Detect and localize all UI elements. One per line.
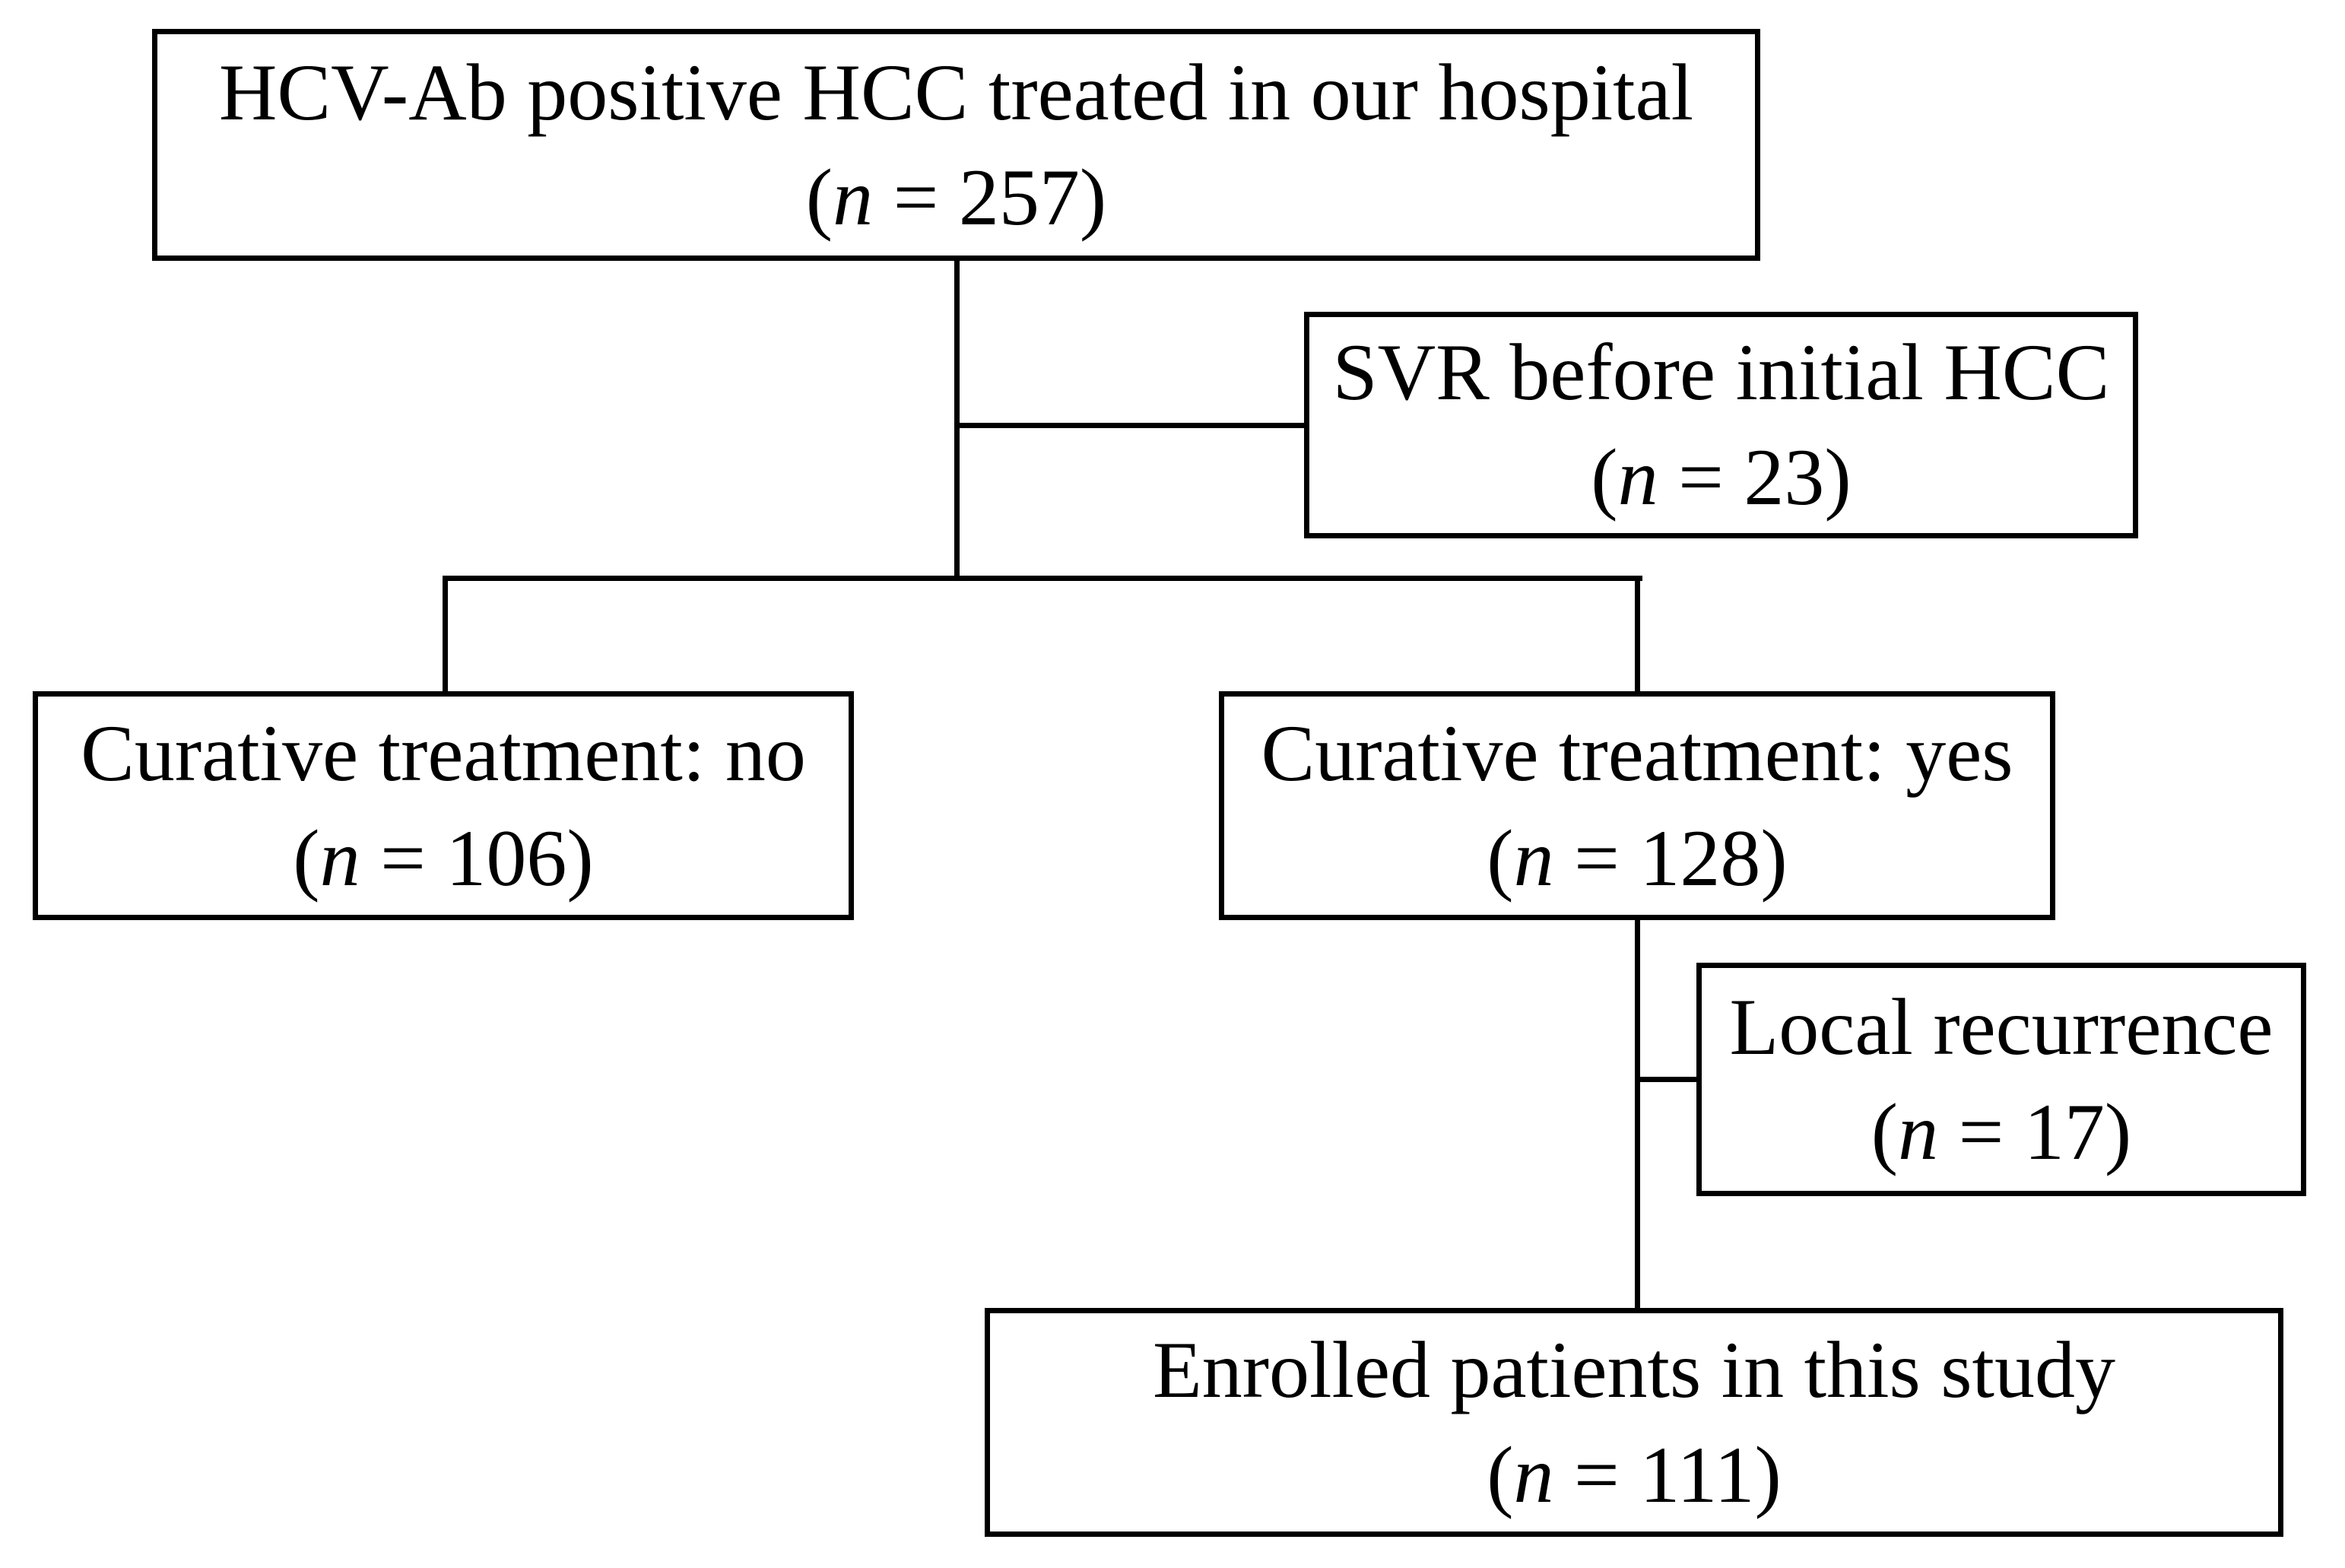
box-curative-yes-count: (n = 128) xyxy=(1487,813,1788,903)
box-enrolled-title: Enrolled patients in this study xyxy=(1153,1325,2115,1414)
box-hcv-source-count: (n = 257) xyxy=(805,152,1107,242)
connector-yes-to-enrolled xyxy=(1635,920,1640,1308)
box-local-recurrence-title: Local recurrence xyxy=(1729,982,2274,1071)
box-hcv-source: HCV-Ab positive HCC treated in our hospi… xyxy=(152,29,1760,261)
connector-curative-yes-drop xyxy=(1635,576,1640,691)
box-curative-no-count: (n = 106) xyxy=(293,813,594,903)
box-enrolled: Enrolled patients in this study (n = 111… xyxy=(985,1308,2283,1537)
box-curative-no-title: Curative treatment: no xyxy=(81,708,806,798)
box-curative-yes-title: Curative treatment: yes xyxy=(1261,708,2013,798)
box-svr-excluded-count: (n = 23) xyxy=(1591,433,1852,522)
connector-split-horizontal xyxy=(443,576,1642,581)
connector-curative-no-drop xyxy=(443,576,448,691)
box-local-recurrence: Local recurrence (n = 17) xyxy=(1696,963,2306,1196)
connector-source-stem xyxy=(954,261,960,581)
box-local-recurrence-count: (n = 17) xyxy=(1871,1087,2132,1176)
box-svr-excluded-title: SVR before initial HCC xyxy=(1332,328,2110,417)
box-curative-yes: Curative treatment: yes (n = 128) xyxy=(1219,691,2055,920)
box-hcv-source-title: HCV-Ab positive HCC treated in our hospi… xyxy=(218,47,1694,137)
box-svr-excluded: SVR before initial HCC (n = 23) xyxy=(1304,312,2138,538)
connector-local-recurrence-branch xyxy=(1637,1077,1696,1082)
connector-svr-branch xyxy=(957,423,1304,428)
box-enrolled-count: (n = 111) xyxy=(1487,1430,1782,1519)
box-curative-no: Curative treatment: no (n = 106) xyxy=(33,691,854,920)
